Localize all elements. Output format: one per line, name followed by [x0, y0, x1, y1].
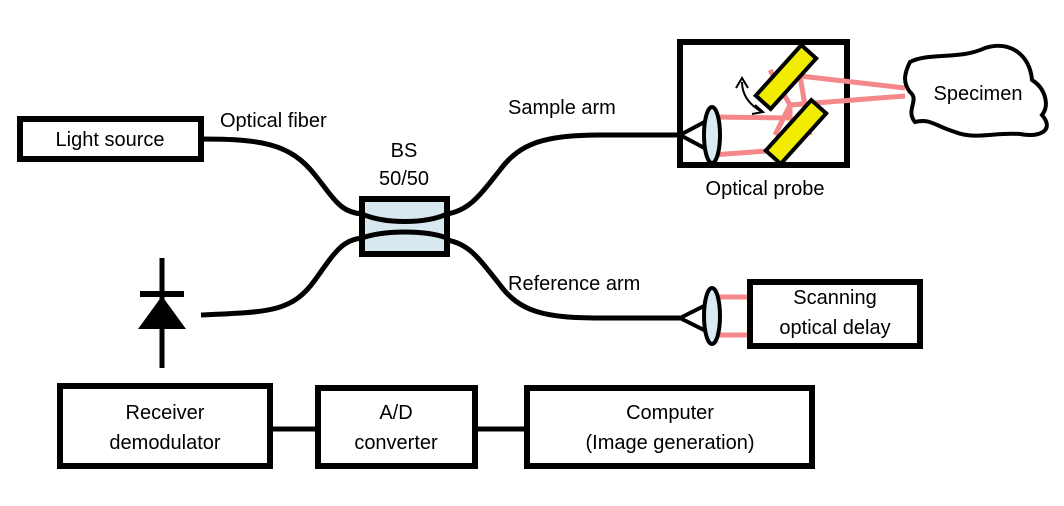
scanning-delay-box: Scanning optical delay: [747, 279, 923, 349]
fiber-light-source: [200, 136, 363, 217]
mirror-icon: [752, 42, 820, 112]
beam-splitter: [359, 196, 450, 257]
bs-ratio-label: 50/50: [379, 168, 429, 190]
reference-arm-label: Reference arm: [508, 273, 640, 295]
lens-icon: [702, 286, 722, 346]
receiver-label-2: demodulator: [109, 432, 221, 454]
rotation-arrow-icon: [735, 76, 766, 115]
receiver-label-1: Receiver: [126, 402, 205, 424]
receiver-box: Receiver demodulator: [57, 383, 273, 469]
scanning-delay-label-2: optical delay: [779, 317, 890, 339]
lens-icon: [702, 105, 722, 165]
specimen: Specimen: [903, 43, 1049, 138]
optical-probe-label: Optical probe: [706, 178, 825, 200]
mirror-icon: [762, 97, 830, 167]
scanning-delay-label-1: Scanning: [793, 287, 876, 309]
fiber-reference-arm: [446, 237, 680, 321]
photodiode-icon: [138, 258, 186, 368]
sample-arm-label: Sample arm: [508, 97, 616, 119]
reference-optics: [675, 286, 750, 346]
ad-converter-label-1: A/D: [379, 402, 412, 424]
bs-label: BS: [391, 140, 418, 162]
computer-label-1: Computer: [626, 402, 714, 424]
light-source-label: Light source: [56, 129, 165, 151]
ad-converter-label-2: converter: [354, 432, 438, 454]
computer-label-2: (Image generation): [586, 432, 755, 454]
optical-fiber-label: Optical fiber: [220, 110, 327, 132]
light-source-box: Light source: [17, 116, 204, 162]
computer-box: Computer (Image generation): [524, 385, 815, 469]
specimen-label: Specimen: [934, 83, 1023, 105]
fiber-sample-arm: [446, 132, 680, 217]
fiber-detector: [200, 235, 363, 318]
ad-converter-box: A/D converter: [315, 385, 478, 469]
optical-probe: [675, 39, 906, 168]
